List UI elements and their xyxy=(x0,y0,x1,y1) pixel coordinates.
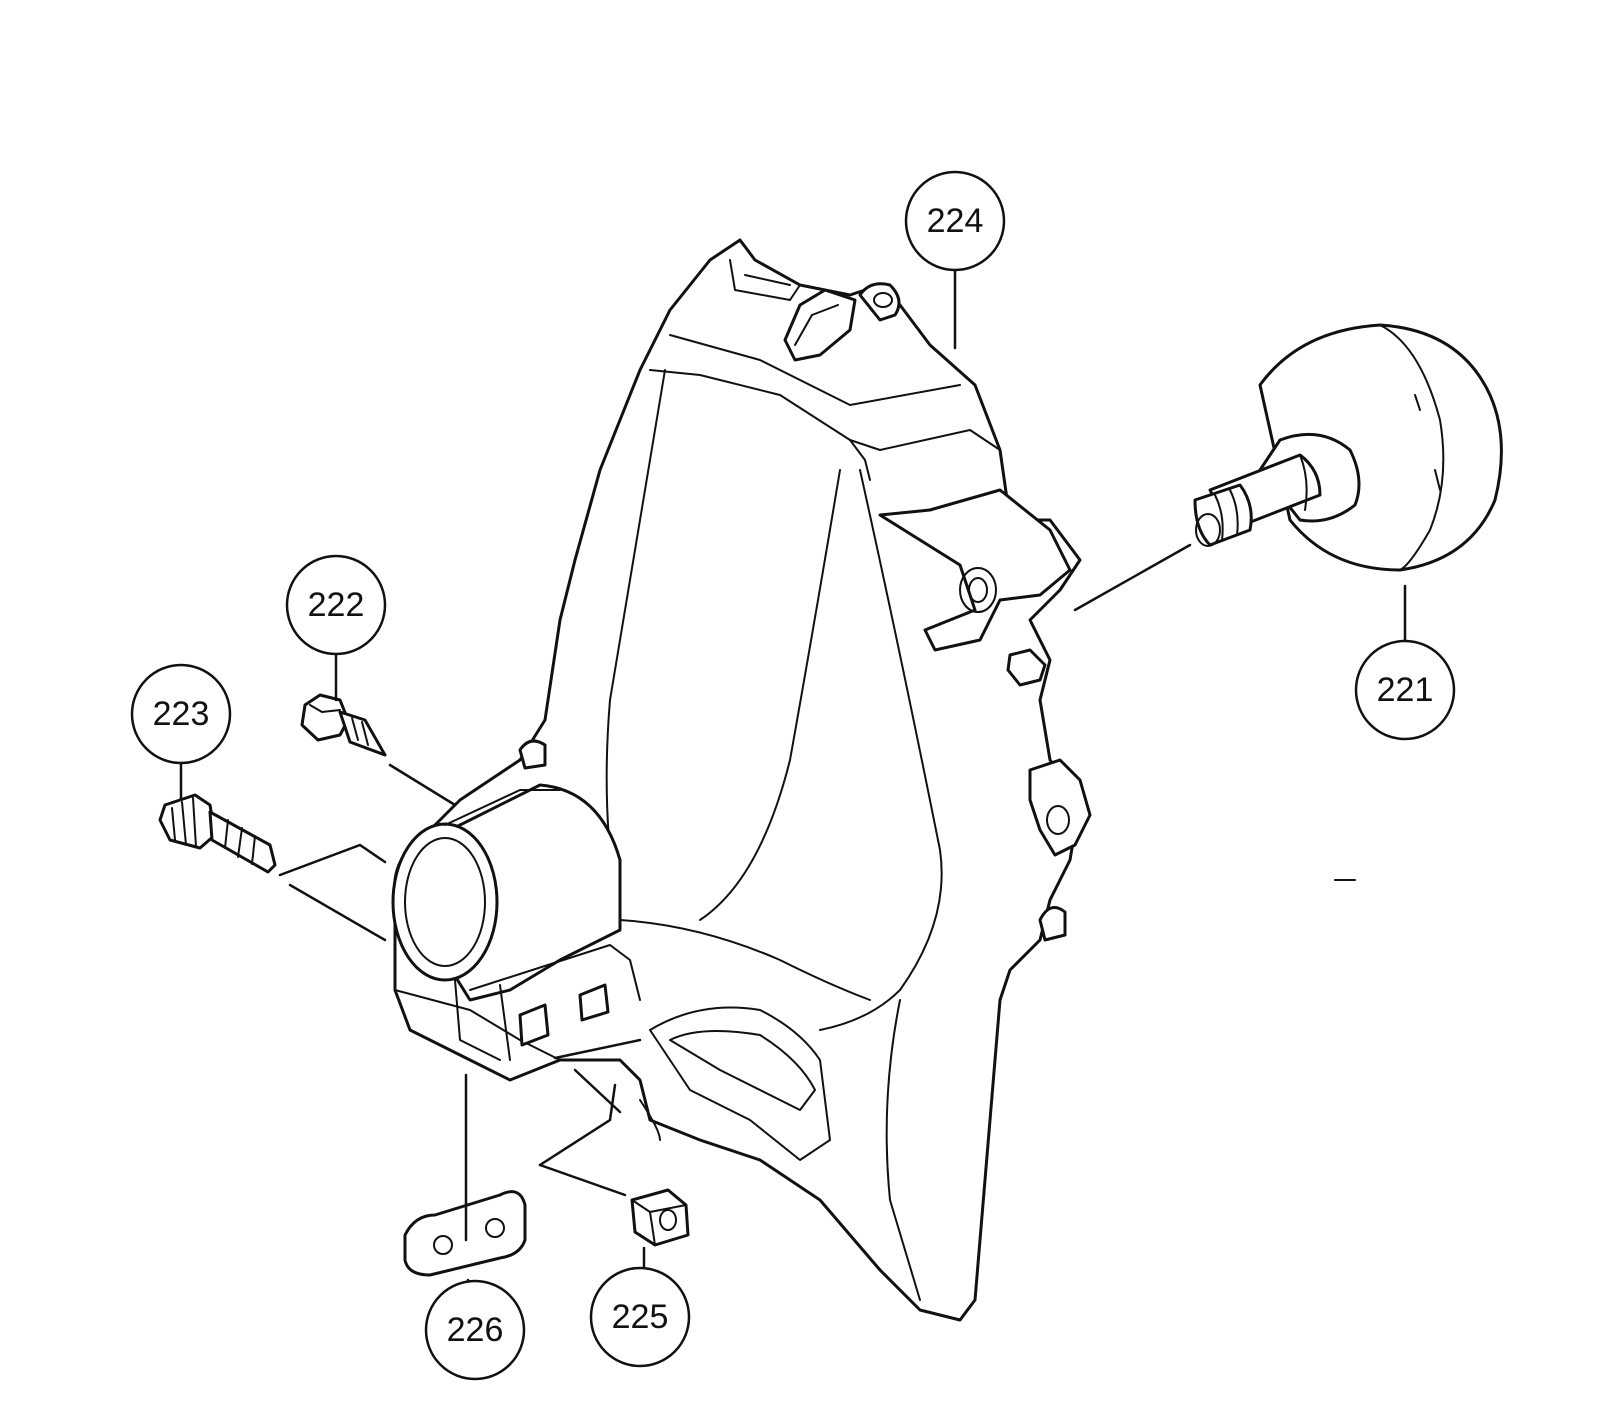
clutch-drum-221 xyxy=(1193,323,1503,572)
callout-224: 224 xyxy=(904,170,1006,272)
callout-222: 222 xyxy=(285,554,387,656)
callout-label-226: 226 xyxy=(447,1311,504,1349)
throttle-screw-223 xyxy=(158,793,277,874)
callout-label-221: 221 xyxy=(1377,671,1434,709)
callout-226: 226 xyxy=(424,1279,526,1381)
callout-label-225: 225 xyxy=(612,1298,669,1336)
gear-housing-224 xyxy=(391,238,1092,1322)
callout-223: 223 xyxy=(130,663,232,765)
square-nut-225 xyxy=(630,1188,690,1247)
callout-221: 221 xyxy=(1354,639,1456,741)
screw-222 xyxy=(300,693,387,757)
callout-label-222: 222 xyxy=(308,586,365,624)
callout-label-223: 223 xyxy=(153,695,210,733)
callout-225: 225 xyxy=(589,1266,691,1368)
assembly-lines xyxy=(278,543,1356,1197)
callout-label-224: 224 xyxy=(927,202,984,240)
